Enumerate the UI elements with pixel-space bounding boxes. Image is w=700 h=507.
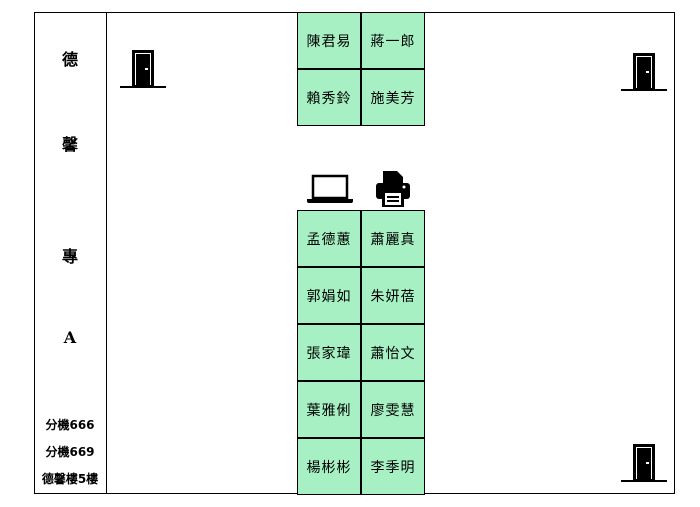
extension-666: 分機666 [45, 418, 95, 432]
desk[interactable]: 蕭怡文 [361, 324, 425, 381]
desk[interactable]: 施美芳 [361, 69, 425, 126]
desk-occupant: 葉雅俐 [306, 402, 352, 419]
extension-669: 分機669 [45, 445, 95, 459]
desk[interactable]: 孟德蕙 [297, 210, 361, 267]
desk-occupant: 施美芳 [370, 90, 416, 107]
desk-occupant: 廖雯慧 [370, 402, 416, 419]
panel-char-4: A [63, 328, 77, 347]
desk-occupant: 張家瑋 [306, 345, 352, 362]
printer-icon [376, 171, 410, 207]
desk-occupant: 朱妍蓓 [370, 288, 416, 305]
panel-char-1: 德 [61, 50, 78, 69]
desk-occupant: 蕭麗真 [370, 231, 416, 248]
desk[interactable]: 朱妍蓓 [361, 267, 425, 324]
desk[interactable]: 蔣一郎 [361, 12, 425, 69]
desk-occupant: 楊彬彬 [306, 459, 352, 476]
desk[interactable]: 楊彬彬 [297, 438, 361, 495]
door-icon [621, 53, 667, 91]
panel-char-2: 馨 [61, 135, 78, 154]
desk[interactable]: 李季明 [361, 438, 425, 495]
desk-occupant: 蕭怡文 [370, 345, 416, 362]
desk[interactable]: 陳君易 [297, 12, 361, 69]
desk[interactable]: 郭娟如 [297, 267, 361, 324]
info-panel: 德 馨 專 A 分機666 分機669 德馨樓5樓 [34, 12, 107, 494]
door-icon [621, 444, 667, 482]
desk[interactable]: 葉雅俐 [297, 381, 361, 438]
panel-char-3: 專 [61, 247, 78, 266]
laptop-icon [307, 174, 353, 203]
desk-occupant: 李季明 [370, 459, 416, 476]
desk-occupant: 蔣一郎 [370, 33, 416, 50]
desk[interactable]: 蕭麗真 [361, 210, 425, 267]
desk-occupant: 郭娟如 [306, 288, 352, 305]
desk-occupant: 孟德蕙 [306, 231, 352, 248]
desk-occupant: 陳君易 [306, 33, 352, 50]
desk[interactable]: 張家瑋 [297, 324, 361, 381]
building-floor: 德馨樓5樓 [41, 472, 99, 486]
desk[interactable]: 廖雯慧 [361, 381, 425, 438]
desk[interactable]: 賴秀鈴 [297, 69, 361, 126]
desk-occupant: 賴秀鈴 [306, 90, 352, 107]
door-icon [120, 50, 166, 88]
